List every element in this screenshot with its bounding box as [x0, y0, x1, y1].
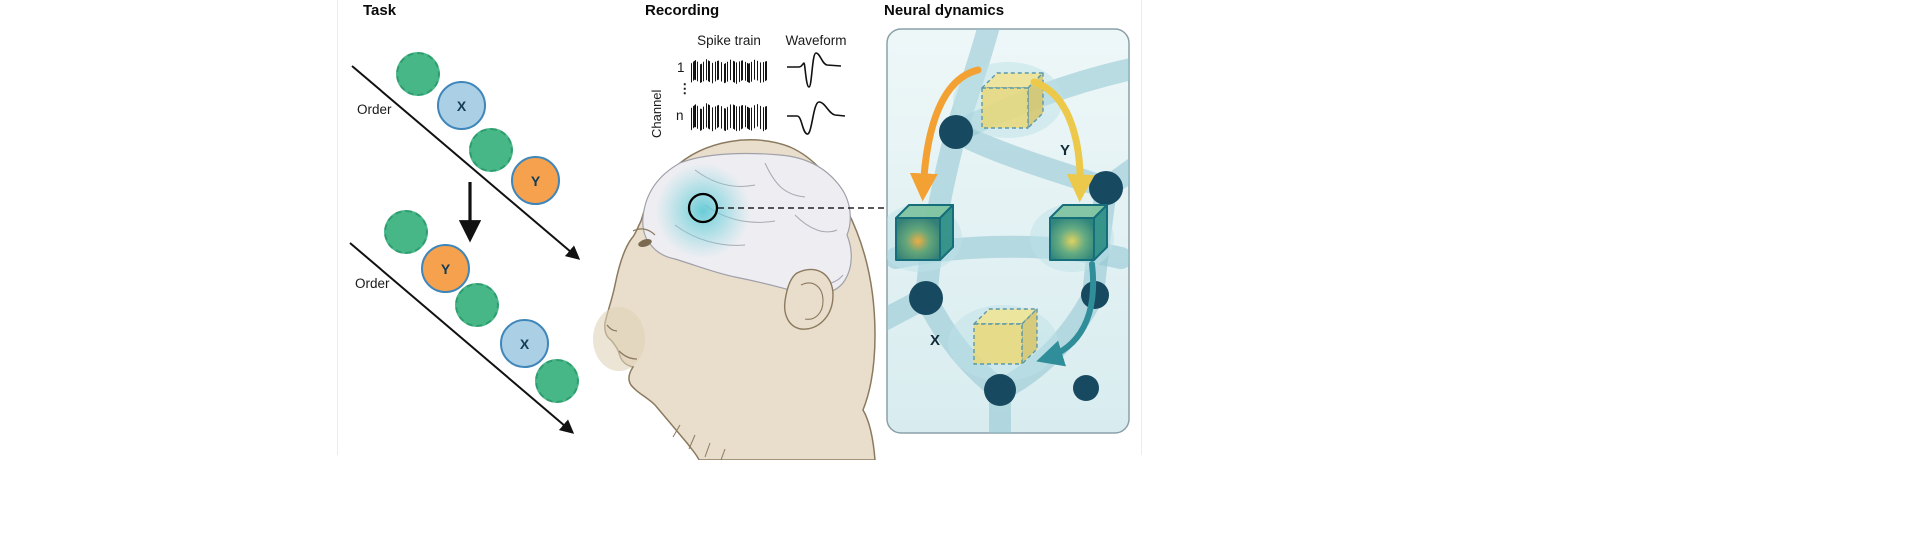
channel-ellipsis: ⋮ [678, 81, 692, 96]
node [909, 281, 943, 315]
order-arrow-sequence1 [351, 65, 581, 260]
monkey-ear [783, 268, 834, 330]
task-panel-title: Task [363, 2, 397, 19]
fur-strokes [672, 424, 726, 460]
node [939, 115, 973, 149]
waveform-trace [787, 52, 842, 88]
channel-n-label: n [676, 108, 684, 123]
state-cube-y [981, 72, 1044, 129]
neural-panel-title: Neural dynamics [884, 2, 1005, 19]
channel-1-label: 1 [677, 60, 685, 75]
waveform-column-label: Waveform [785, 33, 847, 48]
task-arrows-layer [349, 65, 581, 434]
item-y-label: Y [440, 260, 451, 277]
state-cube-x [973, 308, 1038, 365]
transition-arrow-yellow [1030, 78, 1095, 203]
distractor-circle [469, 128, 513, 172]
order-label-1: Order [357, 102, 392, 117]
recording-site-circle [687, 192, 719, 224]
transition-arrow-orange [909, 66, 982, 202]
item-x-label: X [456, 97, 467, 114]
spike-train-channel-1 [691, 59, 767, 84]
node [984, 374, 1016, 406]
waveform-channel-n [787, 101, 846, 135]
item-x-circle: X [500, 319, 549, 368]
node [1073, 375, 1099, 401]
item-y-circle: Y [511, 156, 560, 205]
distractor-circle [384, 210, 428, 254]
network-nodes [909, 115, 1123, 406]
item-y-circle: Y [421, 244, 470, 293]
distractor-circle [396, 52, 440, 96]
state-label-y: Y [1060, 142, 1070, 159]
active-cube-left [895, 204, 954, 261]
active-cube-right [1049, 204, 1108, 261]
spike-train-column-label: Spike train [697, 33, 761, 48]
figure-left-edge [337, 0, 338, 455]
item-x-circle: X [437, 81, 486, 130]
order-arrow-sequence2 [349, 242, 575, 434]
order-label-2: Order [355, 276, 390, 291]
recording-site-glow [655, 163, 751, 259]
monkey-eye [638, 239, 652, 247]
muzzle-shading [593, 307, 645, 371]
spike-train-channel-n [691, 103, 769, 132]
waveform-channel-1 [787, 52, 842, 88]
item-x-label: X [519, 335, 530, 352]
monkey-brow-line [632, 228, 656, 236]
neural-dynamics-box: Y X [886, 28, 1130, 434]
item-y-label: Y [530, 172, 541, 189]
recording-panel-title: Recording [645, 2, 720, 19]
distractor-circle [455, 283, 499, 327]
transition-arrow-teal [1036, 261, 1097, 367]
monkey-ear-inner-line [800, 282, 824, 320]
monkey-nostril [606, 324, 618, 332]
waveform-trace [787, 101, 846, 135]
figure-right-edge [1141, 0, 1142, 455]
monkey-head-illustration [593, 139, 888, 460]
monkey-mouth-line [618, 350, 638, 360]
state-label-x: X [930, 332, 940, 349]
node [1089, 171, 1123, 205]
distractor-circle [535, 359, 579, 403]
